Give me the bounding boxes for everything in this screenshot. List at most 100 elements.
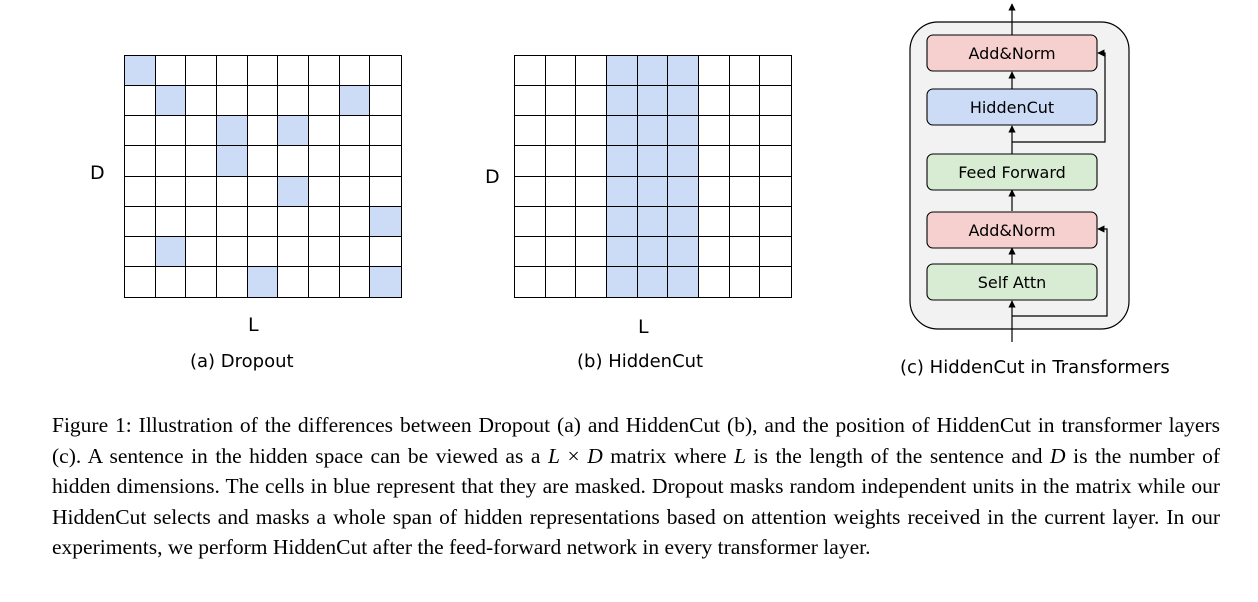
matrix-cell [155, 56, 187, 87]
matrix-cell [729, 266, 761, 297]
math-L: L [734, 443, 747, 468]
matrix-cell [515, 116, 546, 147]
hiddencut-matrix [514, 55, 792, 298]
panel-b-y-label: D [485, 166, 500, 188]
matrix-cell [515, 266, 546, 297]
matrix-cell [370, 86, 401, 117]
matrix-cell [545, 236, 577, 267]
masked-cell [668, 86, 699, 117]
matrix-cell [698, 236, 730, 267]
matrix-cell [339, 266, 371, 297]
matrix-cell [186, 116, 217, 147]
matrix-cell [760, 206, 791, 237]
matrix-cell [339, 146, 371, 177]
matrix-cell [278, 236, 309, 267]
transformer-diagram: Add&Norm HiddenCut Feed Forward Add&Norm… [909, 3, 1130, 342]
matrix-cell [308, 236, 340, 267]
masked-cell [339, 86, 371, 117]
matrix-cell [125, 266, 156, 297]
masked-cell [668, 206, 699, 237]
panel-a-caption: (a) Dropout [190, 351, 294, 372]
masked-cell [606, 56, 638, 87]
caption-text: matrix where [602, 443, 735, 468]
block-label: HiddenCut [970, 98, 1054, 117]
caption-text: is the length of the sentence and [746, 443, 1051, 468]
matrix-cell [370, 116, 401, 147]
masked-cell [370, 206, 401, 237]
matrix-cell [186, 236, 217, 267]
matrix-cell [698, 266, 730, 297]
matrix-cell [370, 236, 401, 267]
matrix-cell [729, 206, 761, 237]
matrix-cell [308, 116, 340, 147]
panel-b-x-label: L [638, 316, 649, 338]
matrix-cell [515, 86, 546, 117]
block-feed-forward: Feed Forward [926, 153, 1098, 191]
matrix-cell [247, 86, 279, 117]
block-add-norm-bottom: Add&Norm [926, 211, 1098, 249]
panel-a-x-label: L [248, 314, 259, 336]
block-label: Add&Norm [968, 221, 1055, 240]
masked-cell [668, 176, 699, 207]
masked-cell [125, 56, 156, 87]
matrix-cell [729, 116, 761, 147]
matrix-cell [545, 146, 577, 177]
matrix-cell [186, 86, 217, 117]
math-times: × [559, 443, 588, 468]
matrix-cell [186, 266, 217, 297]
matrix-cell [247, 236, 279, 267]
matrix-cell [760, 236, 791, 267]
matrix-cell [339, 176, 371, 207]
matrix-cell [125, 236, 156, 267]
matrix-cell [760, 56, 791, 87]
matrix-cell [545, 266, 577, 297]
matrix-cell [216, 56, 248, 87]
matrix-cell [125, 206, 156, 237]
block-label: Self Attn [978, 273, 1047, 292]
matrix-cell [698, 206, 730, 237]
block-self-attn: Self Attn [926, 263, 1098, 301]
matrix-cell [186, 56, 217, 87]
masked-cell [637, 236, 669, 267]
block-label: Add&Norm [968, 44, 1055, 63]
matrix-cell [729, 146, 761, 177]
matrix-cell [216, 236, 248, 267]
matrix-cell [125, 176, 156, 207]
matrix-cell [278, 266, 309, 297]
residual-connection-upper [1012, 49, 1106, 143]
masked-cell [155, 86, 187, 117]
masked-cell [606, 86, 638, 117]
matrix-cell [339, 116, 371, 147]
matrix-cell [576, 236, 607, 267]
masked-cell [668, 56, 699, 87]
matrix-cell [729, 86, 761, 117]
matrix-cell [545, 116, 577, 147]
matrix-cell [370, 56, 401, 87]
matrix-cell [515, 176, 546, 207]
matrix-cell [339, 206, 371, 237]
matrix-cell [155, 146, 187, 177]
matrix-cell [370, 176, 401, 207]
panel-c-caption: (c) HiddenCut in Transformers [900, 357, 1170, 378]
masked-cell [606, 176, 638, 207]
matrix-cell [370, 146, 401, 177]
matrix-cell [515, 206, 546, 237]
matrix-cell [729, 176, 761, 207]
masked-cell [637, 146, 669, 177]
matrix-cell [698, 176, 730, 207]
matrix-cell [545, 56, 577, 87]
matrix-cell [308, 146, 340, 177]
matrix-cell [247, 176, 279, 207]
matrix-cell [155, 176, 187, 207]
caption-text: Figure 1: Illustration of the difference… [52, 413, 1220, 468]
matrix-cell [247, 146, 279, 177]
masked-cell [216, 146, 248, 177]
block-hiddencut: HiddenCut [926, 88, 1098, 126]
matrix-cell [308, 176, 340, 207]
matrix-cell [698, 116, 730, 147]
matrix-cell [698, 86, 730, 117]
matrix-cell [339, 236, 371, 267]
matrix-cell [186, 146, 217, 177]
matrix-cell [278, 206, 309, 237]
residual-connection-lower [1012, 225, 1108, 317]
